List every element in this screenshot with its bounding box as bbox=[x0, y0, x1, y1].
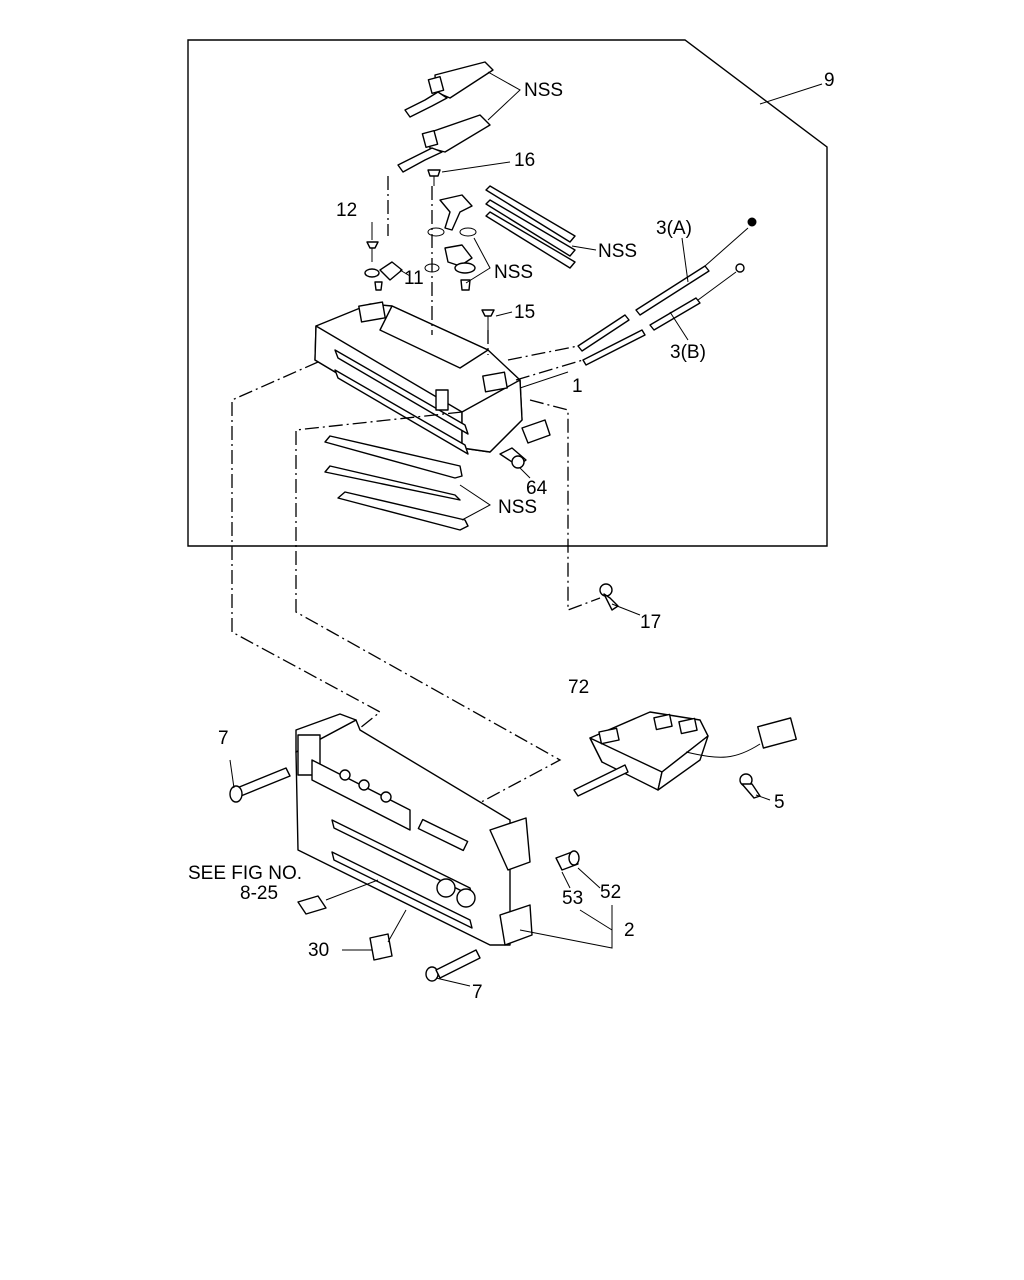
label-nss-mid: NSS bbox=[494, 262, 533, 283]
leader-nss-bottom bbox=[459, 484, 491, 521]
control-body-1 bbox=[314, 301, 551, 455]
callout-9: 9 bbox=[824, 70, 835, 91]
callout-72: 72 bbox=[568, 677, 589, 698]
callout-52: 52 bbox=[600, 882, 621, 903]
leader-9 bbox=[759, 83, 823, 105]
leader-nss-top bbox=[487, 71, 521, 121]
cable-3b bbox=[582, 263, 745, 366]
see-fig-line1: SEE FIG NO. bbox=[188, 863, 302, 884]
screw-17 bbox=[599, 583, 641, 616]
align-line-cable bbox=[507, 345, 579, 361]
leader-2b bbox=[579, 909, 613, 931]
callout-2: 2 bbox=[624, 920, 635, 941]
pin-lower bbox=[397, 114, 491, 173]
align-line-mid bbox=[295, 411, 562, 809]
callout-1: 1 bbox=[572, 376, 583, 397]
screw-15 bbox=[481, 309, 513, 330]
callout-11: 11 bbox=[404, 268, 424, 289]
bulb-52-53 bbox=[555, 850, 601, 889]
screw-12 bbox=[366, 222, 379, 262]
screw-5 bbox=[739, 773, 771, 801]
align-line-right bbox=[529, 399, 601, 611]
callout-5: 5 bbox=[774, 792, 785, 813]
label-nss-bottom: NSS bbox=[498, 497, 537, 518]
clip-11 bbox=[364, 261, 411, 291]
screw-64 bbox=[499, 447, 531, 479]
callout-30: 30 bbox=[308, 940, 329, 961]
pin-upper bbox=[404, 61, 494, 118]
callout-64: 64 bbox=[526, 478, 548, 499]
align-line-left bbox=[231, 361, 382, 741]
leader-3b bbox=[669, 311, 689, 341]
callout-12: 12 bbox=[336, 200, 357, 221]
rods-nss bbox=[485, 185, 576, 269]
lever-bracket bbox=[424, 194, 477, 291]
callout-15: 15 bbox=[514, 302, 535, 323]
callout-17: 17 bbox=[640, 612, 661, 633]
screw-7-bottom bbox=[425, 949, 481, 987]
label-nss-rods: NSS bbox=[598, 241, 637, 262]
knob-30 bbox=[342, 909, 407, 961]
callout-16: 16 bbox=[514, 150, 535, 171]
leader-nss-mid bbox=[465, 237, 491, 284]
callout-7-top: 7 bbox=[218, 728, 229, 749]
callout-53: 53 bbox=[562, 888, 583, 909]
label-nss-top: NSS bbox=[524, 80, 563, 101]
callout-3b: 3(B) bbox=[670, 342, 706, 363]
leader-2 bbox=[519, 905, 613, 949]
assembly-frame bbox=[187, 39, 828, 547]
leader-1 bbox=[519, 371, 569, 389]
blower-switch-72 bbox=[573, 711, 797, 797]
front-panel-2 bbox=[295, 713, 533, 946]
leader-nss-rods bbox=[571, 245, 597, 251]
callout-7-bottom: 7 bbox=[472, 982, 483, 1003]
see-fig-line2: 8-25 bbox=[240, 883, 278, 904]
screw-16 bbox=[427, 161, 511, 186]
align-line-cable-2 bbox=[515, 359, 584, 381]
callout-3a: 3(A) bbox=[656, 218, 692, 239]
leader-3a bbox=[681, 237, 689, 283]
screw-7-top bbox=[229, 759, 291, 803]
knob-8-25 bbox=[297, 879, 379, 915]
sliders-nss bbox=[324, 435, 469, 531]
cable-3a bbox=[577, 217, 757, 352]
